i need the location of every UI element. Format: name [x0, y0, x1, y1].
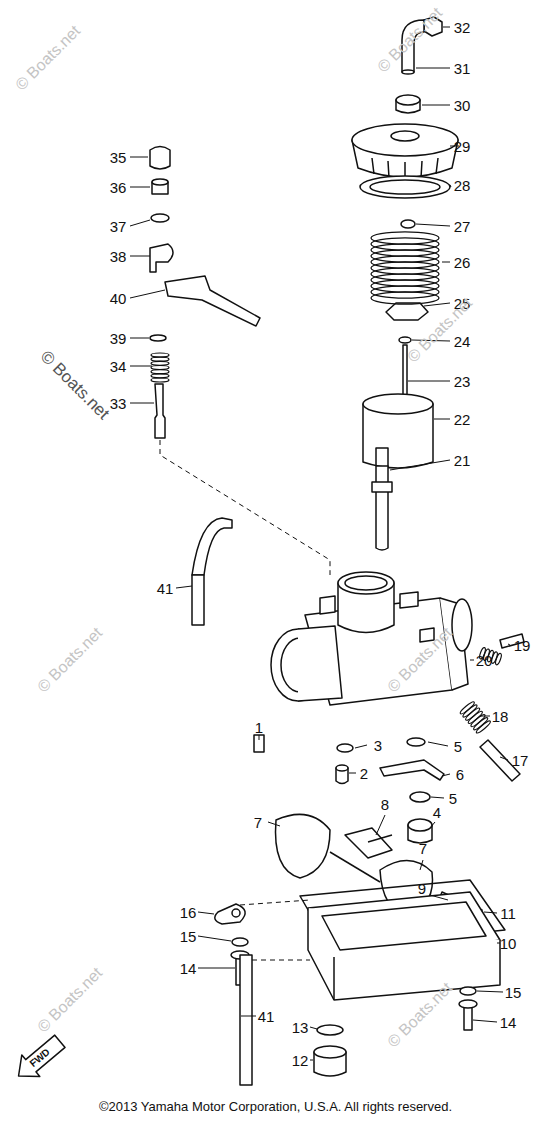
callout-number: 7 [254, 815, 262, 830]
callout-number: 27 [454, 219, 471, 234]
callout-number: 1 [255, 720, 263, 735]
callout-number: 41 [258, 1009, 275, 1024]
callout-number: 5 [454, 739, 462, 754]
callout-number: 9 [418, 881, 426, 896]
callout-number: 6 [456, 767, 464, 782]
callout-number: 21 [454, 453, 471, 468]
coil-spring [371, 232, 439, 304]
callout-number: 12 [292, 1053, 309, 1068]
callout-number: 41 [157, 581, 174, 596]
callout-number: 15 [505, 985, 522, 1000]
callout-number: 40 [110, 291, 127, 306]
coil-spring [459, 700, 491, 734]
callout-number: 18 [492, 709, 509, 724]
callout-number: 19 [514, 638, 531, 653]
callout-number: 2 [360, 766, 368, 781]
callout-number: 17 [512, 753, 529, 768]
callout-number: 32 [454, 20, 471, 35]
callout-number: 13 [292, 1020, 309, 1035]
callout-number: 36 [110, 180, 127, 195]
callout-number: 22 [454, 412, 471, 427]
callout-number: 16 [180, 905, 197, 920]
callout-number: 20 [476, 653, 493, 668]
callout-number: 24 [454, 334, 471, 349]
watermark: © Boats.net [35, 625, 106, 696]
callout-number: 15 [180, 929, 197, 944]
callout-number: 23 [454, 374, 471, 389]
callout-number: 31 [454, 61, 471, 76]
callout-number: 38 [110, 249, 127, 264]
callout-number: 8 [381, 797, 389, 812]
watermark: © Boats.net [35, 965, 106, 1036]
callout-number: 28 [454, 178, 471, 193]
callout-number: 29 [454, 139, 471, 154]
coil-spring [151, 353, 169, 382]
callout-number: 35 [110, 150, 127, 165]
callout-number: 34 [110, 359, 127, 374]
callout-number: 39 [110, 331, 127, 346]
watermark: © Boats.net [13, 23, 84, 94]
callout-number: 33 [110, 396, 127, 411]
callout-number: 14 [500, 1015, 517, 1030]
callout-number: 7 [419, 841, 427, 856]
callout-number: 30 [454, 98, 471, 113]
watermark: © Boats.net [37, 347, 112, 422]
callout-number: 26 [454, 255, 471, 270]
callout-number: 11 [500, 906, 516, 921]
callout-number: 37 [110, 219, 127, 234]
callout-number: 14 [180, 961, 197, 976]
copyright-caption: ©2013 Yamaha Motor Corporation, U.S.A. A… [0, 1099, 551, 1114]
callout-number: 4 [433, 805, 441, 820]
callout-number: 3 [374, 738, 382, 753]
callout-number: 5 [449, 791, 457, 806]
callout-number: 10 [500, 936, 517, 951]
